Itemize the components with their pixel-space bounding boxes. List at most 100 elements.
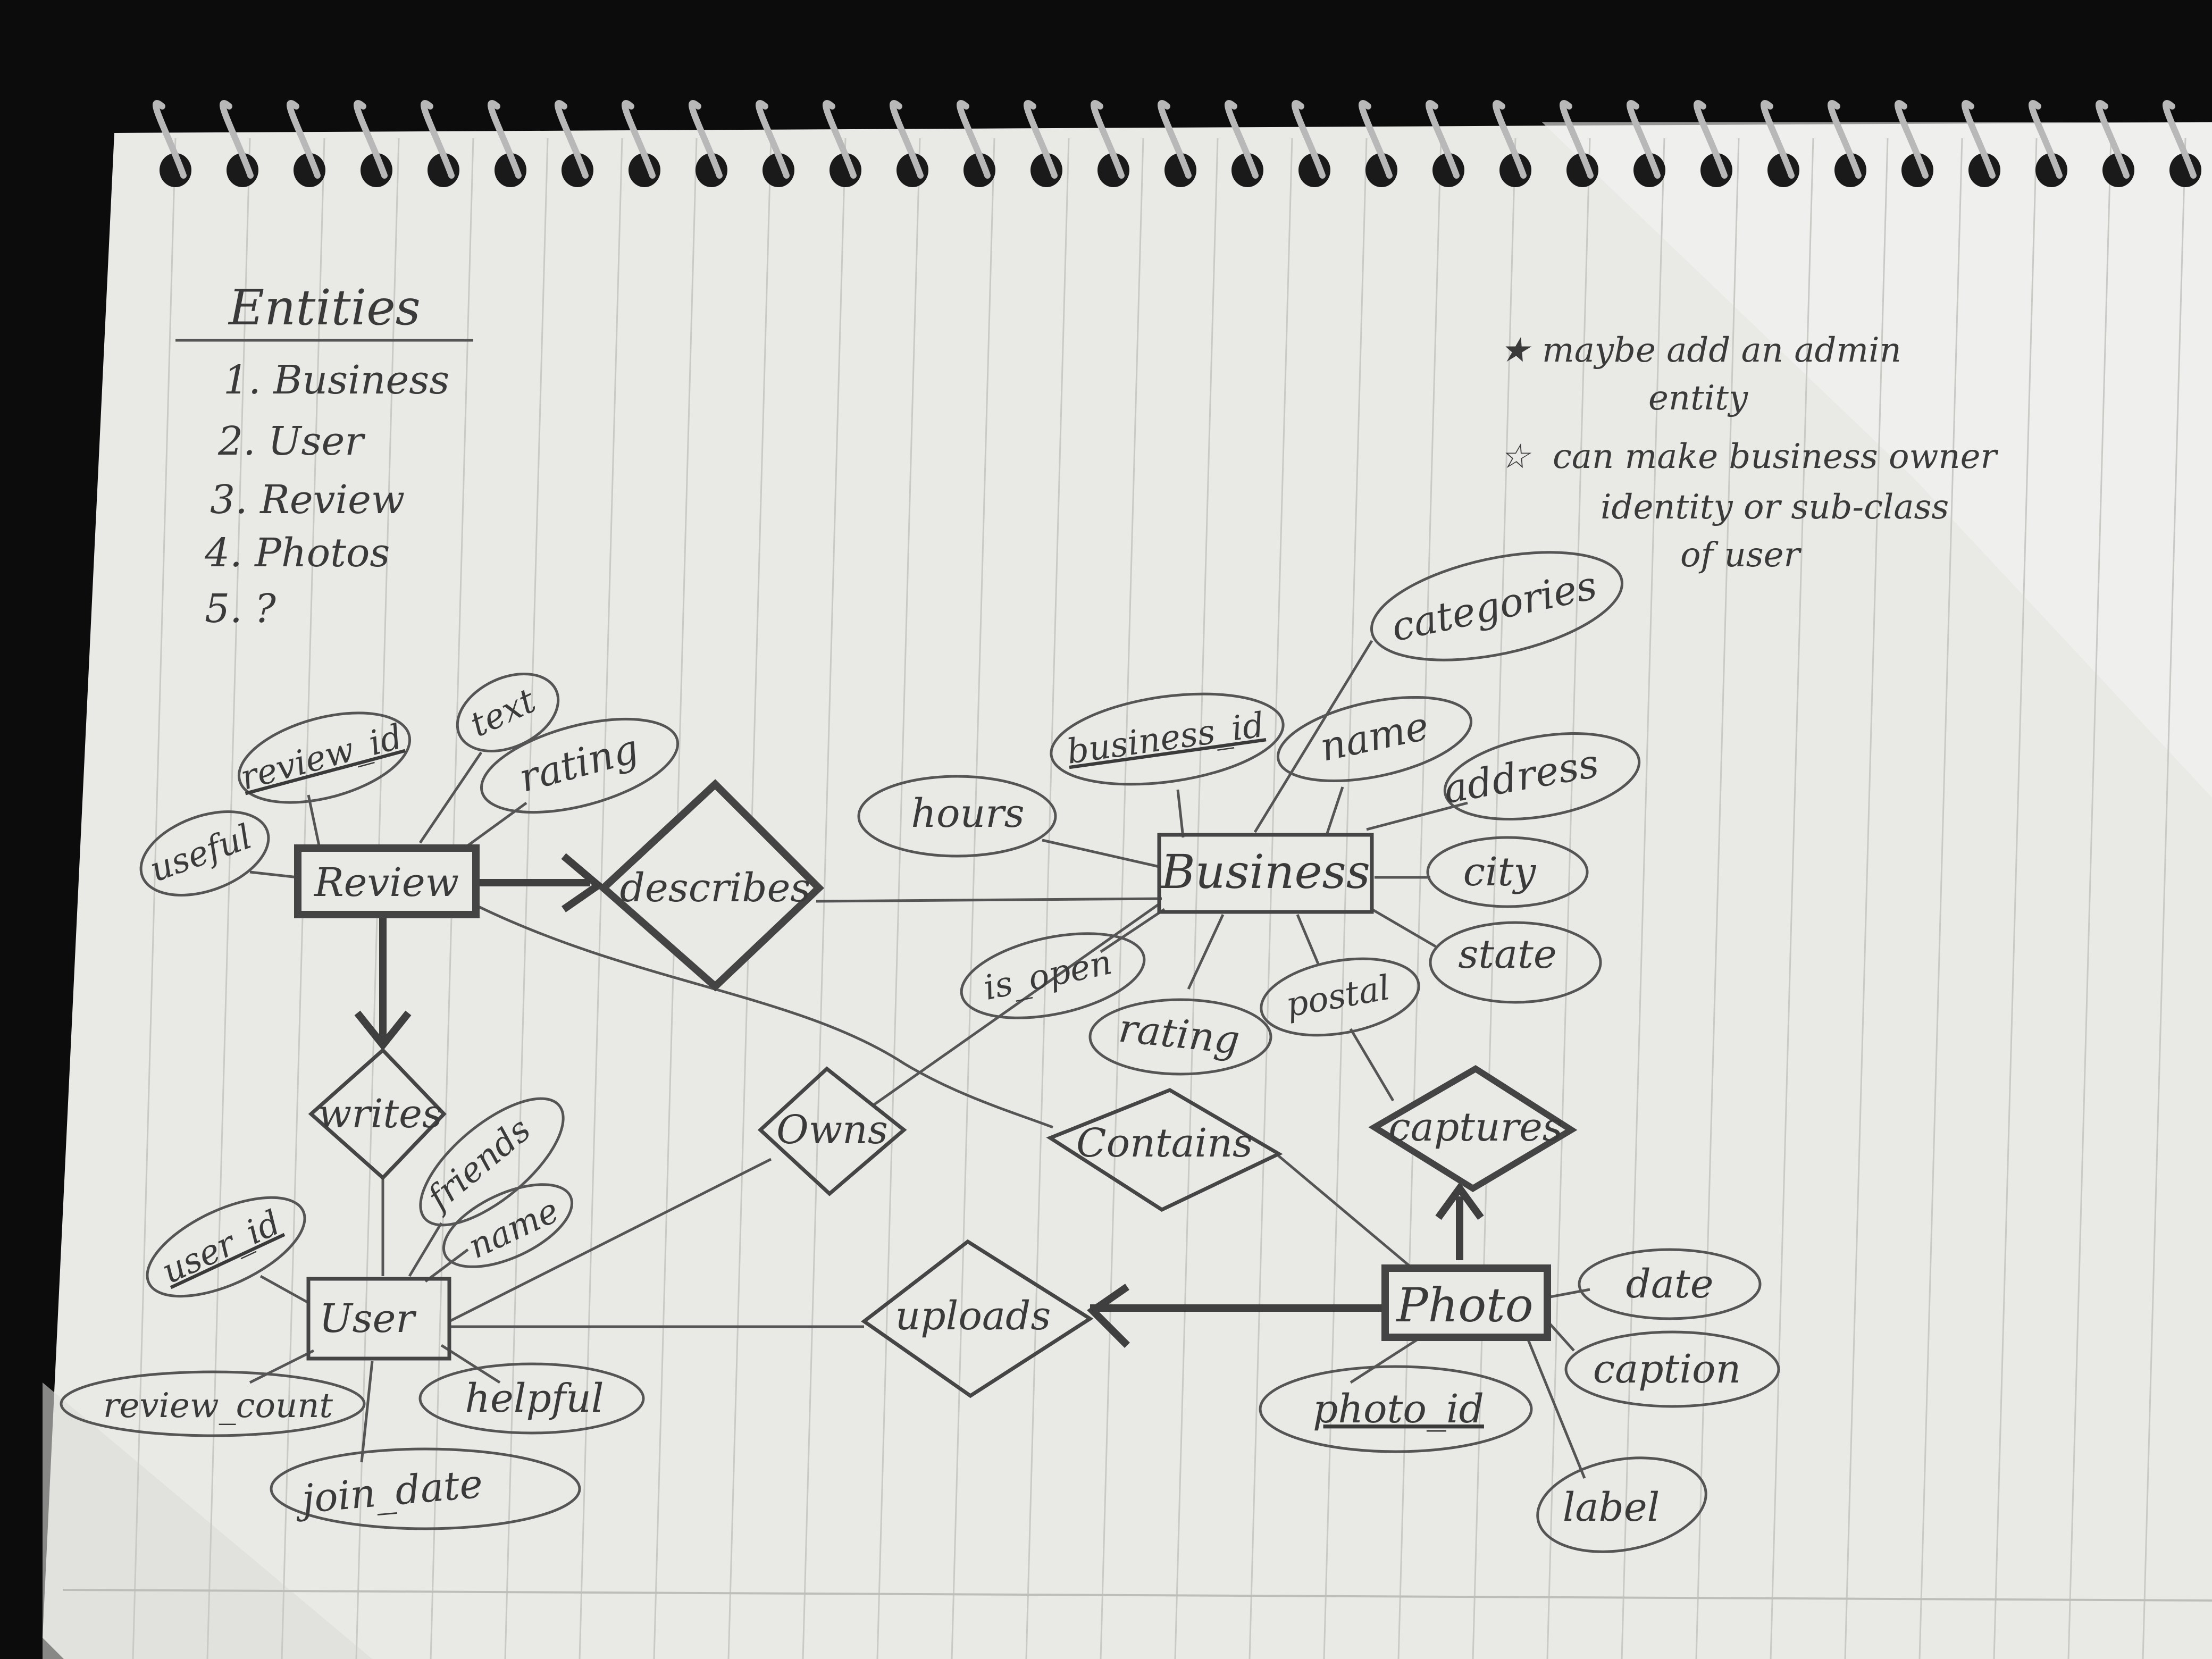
relationship-writes: writes [308, 1048, 447, 1180]
attr-state: state [1429, 921, 1602, 1004]
binding-ring [957, 100, 991, 179]
binding-ring [1560, 100, 1594, 179]
relationship-owns: Owns [757, 1066, 907, 1196]
notebook-page [43, 122, 2212, 1659]
side-notes: ★ maybe add an admin entity ☆ can make b… [1499, 331, 1998, 575]
binding-ring [1627, 100, 1661, 179]
binding-ring [1359, 100, 1393, 179]
note-2-line-3: of user [1680, 535, 1802, 575]
attr-date: date [1578, 1248, 1762, 1320]
entity-photo: Photo [1381, 1264, 1551, 1341]
caption-label: caption [1593, 1346, 1741, 1392]
describes-label: describes [620, 865, 811, 911]
binding-hole [1164, 153, 1196, 187]
binding-hole [763, 153, 794, 187]
relationship-contains: Contains [1046, 1088, 1283, 1212]
binding-ring [823, 100, 857, 179]
binding-ring [1761, 100, 1795, 179]
user-label: User [319, 1296, 417, 1342]
note-1-star-icon: ★ [1499, 331, 1532, 370]
entity-review: Review [294, 844, 480, 918]
note-1-line-1: maybe add an admin [1542, 331, 1901, 370]
entities-item-1: 1. Business [223, 357, 449, 403]
relationship-uploads: uploads [861, 1239, 1094, 1398]
entities: Review Business User Photo [294, 833, 1551, 1361]
contains-label: Contains [1076, 1120, 1253, 1166]
entities-heading: Entities [228, 279, 421, 336]
photo-id-label: photo_id [1313, 1386, 1484, 1432]
entity-user: User [306, 1277, 451, 1361]
city-label: city [1463, 849, 1537, 895]
date-label: date [1626, 1261, 1713, 1307]
note-2-line-1: can make business owner [1553, 437, 1998, 476]
binding-ring [890, 100, 924, 179]
binding-ring [756, 100, 790, 179]
binding-ring [153, 100, 187, 179]
binding-ring [354, 100, 388, 179]
binding-ring [488, 100, 522, 179]
binding-ring [220, 100, 254, 179]
binding-hole [1700, 153, 1732, 187]
note-2-line-2: identity or sub-class [1601, 488, 1949, 527]
binding-ring [1493, 100, 1527, 179]
owns-label: Owns [776, 1107, 888, 1153]
note-2-star-icon: ☆ [1499, 437, 1532, 476]
entity-business: Business [1157, 833, 1374, 914]
binding-hole [963, 153, 995, 187]
binding-ring [2029, 100, 2063, 179]
binding-ring [1292, 100, 1326, 179]
entities-item-5: 5. ? [205, 586, 276, 632]
uploads-label: uploads [895, 1293, 1051, 1339]
attr-label: label [1536, 1456, 1707, 1553]
binding-hole [1968, 153, 2000, 187]
binding-ring [1091, 100, 1125, 179]
review-count-label: review_count [103, 1386, 333, 1426]
relationship-describes: describes [598, 779, 825, 992]
entities-item-4: 4. Photos [204, 530, 390, 576]
entities-item-2: 2. User [217, 418, 366, 464]
hours-label: hours [911, 791, 1024, 836]
binding-ring [1426, 100, 1460, 179]
note-1-line-2: entity [1648, 379, 1748, 418]
entities-list: Entities 1. Business 2. User 3. Review 4… [175, 279, 473, 632]
binding-ring [689, 100, 723, 179]
binding-hole [830, 153, 861, 187]
binding-hole [1231, 153, 1263, 187]
binding-ring [2163, 100, 2197, 179]
binding-hole [1432, 153, 1464, 187]
business-label: Business [1160, 844, 1370, 899]
attr-caption: caption [1564, 1330, 1780, 1408]
attr-photo-id: photo_id [1259, 1365, 1533, 1453]
captures-label: captures [1388, 1104, 1562, 1150]
binding-ring [1225, 100, 1259, 179]
binding-hole [1767, 153, 1799, 187]
relationship-edges [354, 853, 1484, 1348]
binding-hole [696, 153, 727, 187]
entities-item-3: 3. Review [210, 477, 405, 523]
binding-ring [287, 100, 321, 179]
binding-hole [227, 153, 258, 187]
binding-hole [1365, 153, 1397, 187]
relationships: describes writes Owns Contains uploads c… [308, 779, 1578, 1398]
binding-ring [2096, 100, 2130, 179]
relationship-captures: captures [1368, 1065, 1578, 1193]
binding-hole [1834, 153, 1866, 187]
binding-hole [2102, 153, 2134, 187]
binding-ring [1158, 100, 1192, 179]
binding-ring [1828, 100, 1862, 179]
binding-hole [1499, 153, 1531, 187]
binding-ring [555, 100, 589, 179]
spiral-binding [153, 100, 2201, 187]
binding-ring [1962, 100, 1996, 179]
attr-hours: hours [857, 775, 1057, 858]
binding-ring [1895, 100, 1929, 179]
attr-city: city [1426, 836, 1589, 908]
writes-label: writes [318, 1091, 442, 1137]
binding-ring [622, 100, 656, 179]
attr-review-count: review_count [60, 1370, 366, 1437]
review-label: Review [313, 860, 459, 906]
label-attr-label: label [1563, 1485, 1660, 1530]
binding-ring [1024, 100, 1058, 179]
state-label: state [1458, 932, 1556, 977]
